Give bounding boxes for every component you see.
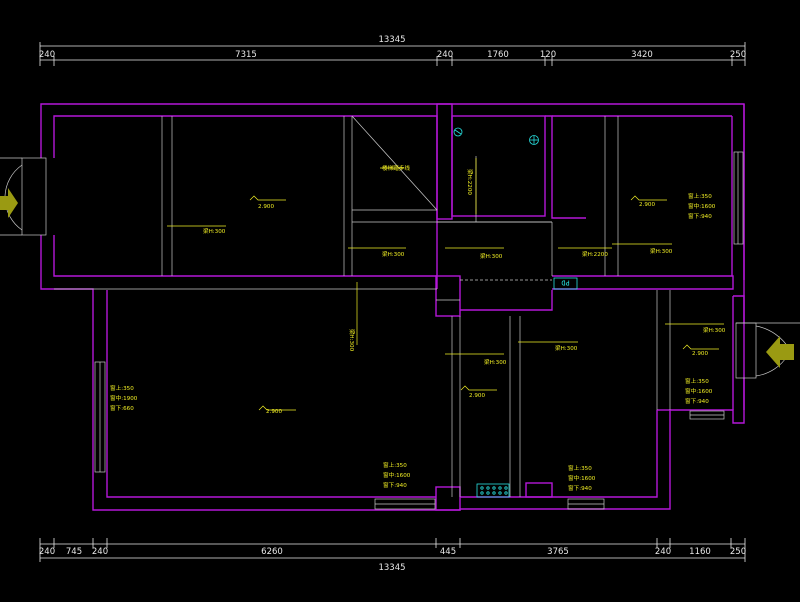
bottom-dimension-segment: 445 — [440, 547, 456, 557]
window-annotation: 窗上:350 窗中:1600 窗下:940 — [685, 377, 713, 405]
beam-label: 梁H:2200 — [466, 169, 474, 195]
elevation-symbols — [249, 195, 719, 411]
window-label-line: 窗下:940 — [685, 397, 709, 405]
window-label-line: 窗下:940 — [383, 481, 407, 489]
floor-drain-icon — [453, 127, 463, 137]
stair-label: 楼梯踏步线 — [382, 164, 410, 172]
window-label-line: 窗上:350 — [110, 384, 134, 392]
top-total-dimension: 13345 — [378, 35, 405, 45]
window-label-line: 窗中:1900 — [110, 394, 138, 402]
bottom-dimension-segment: 3765 — [547, 547, 569, 557]
top-dimension-segment: 1760 — [487, 50, 509, 60]
window-annotation: 窗上:350 窗中:1600 窗下:940 — [688, 192, 716, 220]
bottom-dimension-segment: 6260 — [261, 547, 283, 557]
bottom-dimension-segment: 1160 — [689, 547, 711, 557]
windows — [94, 151, 744, 510]
bottom-dimension-segment: 240 — [92, 547, 108, 557]
bottom-dimension-segment: 240 — [655, 547, 671, 557]
panel-tag-box — [553, 277, 578, 290]
window-label-line: 窗中:1600 — [383, 471, 411, 479]
beam-label: 梁H:300 — [703, 326, 726, 334]
window-label-line: 窗上:350 — [568, 464, 592, 472]
entry-arrow-icon — [766, 336, 794, 368]
top-dimension-segment: 120 — [540, 50, 556, 60]
bottom-dimension-chain — [39, 538, 746, 562]
elevation-mark: 2.900 — [469, 393, 485, 399]
window-annotation: 窗上:350 窗中:1900 窗下:660 — [110, 384, 138, 412]
window-label-line: 窗下:660 — [110, 404, 134, 412]
floor-drain-icon — [529, 135, 539, 145]
window-label-line: 窗上:350 — [685, 377, 709, 385]
beam-label: 梁H:300 — [484, 358, 507, 366]
elevation-mark: 2.900 — [258, 204, 274, 210]
window-label-line: 窗中:1600 — [685, 387, 713, 395]
elevation-mark: 2.900 — [266, 409, 282, 415]
interior-lines — [54, 115, 671, 497]
bottom-dimension-segment: 250 — [730, 547, 746, 557]
top-dimension-chain — [39, 42, 746, 66]
beam-label: 梁H:300 — [382, 250, 405, 258]
exterior-walls — [40, 103, 745, 511]
beam-label: 梁H:300 — [555, 344, 578, 352]
beam-label: 梁H:300 — [650, 247, 673, 255]
radiator-icon — [476, 483, 510, 498]
window-annotation: 窗上:350 窗中:1600 窗下:940 — [383, 461, 411, 489]
top-dimension-segment: 250 — [730, 50, 746, 60]
window-label-line: 窗下:940 — [688, 212, 712, 220]
beam-label: 梁H:300 — [203, 227, 226, 235]
window-label-line: 窗中:1600 — [568, 474, 596, 482]
panel-tag: PD — [561, 279, 569, 287]
bottom-total-dimension: 13345 — [378, 563, 405, 573]
bottom-dimension-segment: 240 — [39, 547, 55, 557]
top-dimension-segment: 7315 — [235, 50, 257, 60]
beam-label: 梁H:300 — [480, 252, 503, 260]
beam-label: 梁H:2200 — [582, 250, 608, 258]
elevation-mark: 2.900 — [692, 351, 708, 357]
window-label-line: 窗下:940 — [568, 484, 592, 492]
beam-lines — [167, 158, 724, 355]
window-label-line: 窗中:1600 — [688, 202, 716, 210]
beam-label: 梁H:300 — [348, 329, 356, 352]
top-dimension-segment: 240 — [39, 50, 55, 60]
elevation-mark: 2.900 — [639, 202, 655, 208]
window-annotation: 窗上:350 窗中:1600 窗下:940 — [568, 464, 596, 492]
top-dimension-segment: 240 — [437, 50, 453, 60]
entry-arrow-icon — [0, 188, 18, 218]
top-dimension-segment: 3420 — [631, 50, 653, 60]
bottom-dimension-segment: 745 — [66, 547, 82, 557]
window-label-line: 窗上:350 — [383, 461, 407, 469]
window-label-line: 窗上:350 — [688, 192, 712, 200]
